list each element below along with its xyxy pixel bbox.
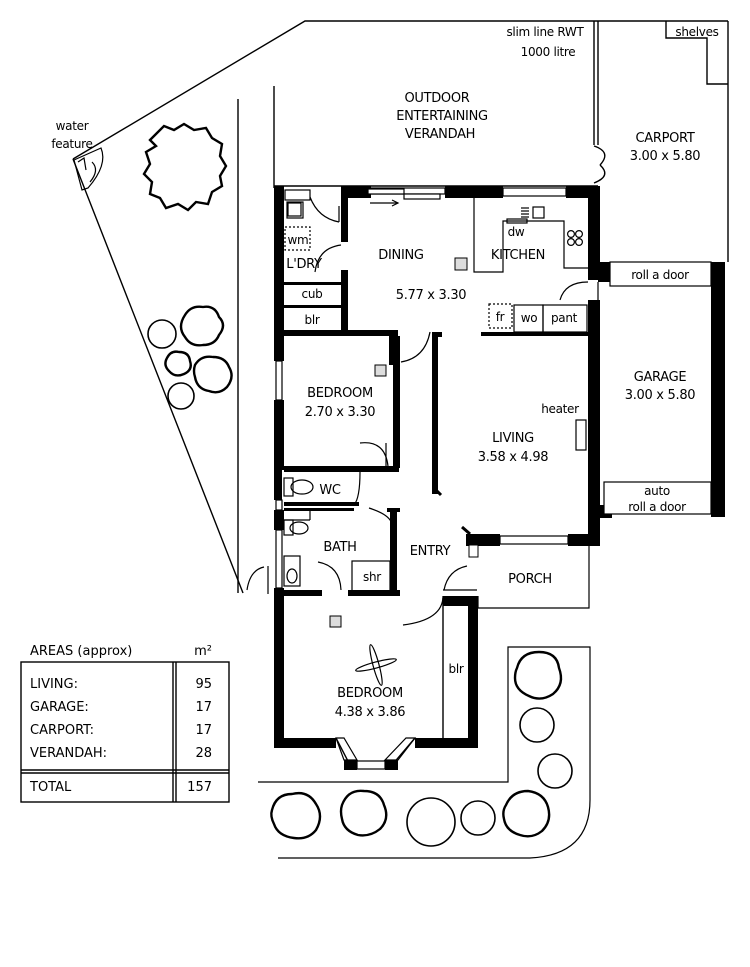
areas-table-unit: m² xyxy=(194,644,212,659)
verandah-label: OUTDOOR xyxy=(404,91,469,106)
windows xyxy=(275,187,569,770)
bath-label: BATH xyxy=(323,540,356,555)
garage-doors xyxy=(597,261,712,515)
kitchen-bench xyxy=(473,198,588,333)
areas-row-value: 95 xyxy=(195,677,212,692)
kitchen-label: KITCHEN xyxy=(491,248,545,263)
carport-label: CARPORT xyxy=(635,131,694,146)
tree-icon-large xyxy=(142,122,228,212)
living-dimensions: 3.58 x 4.98 xyxy=(478,450,549,465)
garden-beds xyxy=(258,646,591,859)
water-feature-label: feature xyxy=(51,137,92,151)
areas-row-value: 17 xyxy=(195,700,212,715)
vent-icons xyxy=(329,257,468,628)
entry-label: ENTRY xyxy=(410,544,451,559)
verandah-label: VERANDAH xyxy=(405,127,475,142)
bedroom2-dimensions: 2.70 x 3.30 xyxy=(305,405,376,420)
rwt-label: slim line RWT xyxy=(506,25,584,39)
carport-dimensions: 3.00 x 5.80 xyxy=(630,149,701,164)
porch xyxy=(443,546,590,609)
sliding-door xyxy=(367,188,441,207)
rwt-label: 1000 litre xyxy=(521,45,576,59)
areas-total-value: 157 xyxy=(187,780,212,795)
areas-row-label: CARPORT: xyxy=(30,723,94,738)
shower-label: shr xyxy=(363,570,381,584)
heater-icon xyxy=(575,419,587,451)
room-labels: water feature slim line RWT 1000 litre s… xyxy=(51,25,719,720)
porch-window xyxy=(468,544,479,558)
wall-end xyxy=(461,525,471,536)
areas-row-label: LIVING: xyxy=(30,677,78,692)
pantry-label: pant xyxy=(551,311,578,325)
dining-dimensions: 5.77 x 3.30 xyxy=(396,288,467,303)
wc-label: WC xyxy=(319,483,341,498)
water-feature-label: water xyxy=(56,119,89,133)
verandah-label: ENTERTAINING xyxy=(396,109,488,124)
wo-label: wo xyxy=(521,311,538,325)
areas-table: AREAS (approx) m² LIVING: 95 GARAGE: 17 … xyxy=(20,644,230,803)
areas-row-label: VERANDAH: xyxy=(30,746,107,761)
auto-roll-door-label: auto xyxy=(644,484,670,498)
fridge-label: fr xyxy=(496,310,505,324)
wm-label: wm xyxy=(288,233,309,247)
exterior-walls xyxy=(274,186,725,770)
cub-label: cub xyxy=(302,287,323,301)
bay-window-frame xyxy=(335,737,416,766)
bedroom1-dimensions: 4.38 x 3.86 xyxy=(335,705,406,720)
water-feature-icon xyxy=(73,147,104,191)
tree-icons-bottom xyxy=(270,650,573,847)
site-boundary xyxy=(72,20,729,594)
areas-row-value: 28 xyxy=(195,746,212,761)
blr-label: blr xyxy=(449,662,464,676)
bathroom-fixtures xyxy=(283,477,391,593)
porch-label: PORCH xyxy=(508,572,552,587)
garage-label: GARAGE xyxy=(634,370,687,385)
garage-dimensions: 3.00 x 5.80 xyxy=(625,388,696,403)
shelves-label: shelves xyxy=(675,25,718,39)
areas-row-label: GARAGE: xyxy=(30,700,89,715)
auto-roll-door-label: roll a door xyxy=(628,500,686,514)
bedroom1-label: BEDROOM xyxy=(337,686,403,701)
areas-total-label: TOTAL xyxy=(29,780,72,795)
interior-walls xyxy=(284,186,588,596)
roll-door-label: roll a door xyxy=(631,268,689,282)
laundry-fixtures xyxy=(284,189,311,251)
areas-row-value: 17 xyxy=(195,723,212,738)
blr-label: blr xyxy=(305,313,320,327)
tree-icons-left xyxy=(147,305,233,410)
wall-end xyxy=(432,486,443,497)
bedroom2-label: BEDROOM xyxy=(307,386,373,401)
dw-label: dw xyxy=(508,225,525,239)
carport xyxy=(593,21,728,184)
living-label: LIVING xyxy=(492,431,534,446)
ceiling-fan-icon xyxy=(355,644,397,686)
dining-label: DINING xyxy=(378,248,423,263)
heater-label: heater xyxy=(541,402,579,416)
areas-table-title: AREAS (approx) xyxy=(30,644,132,659)
laundry-label: L'DRY xyxy=(286,257,322,272)
